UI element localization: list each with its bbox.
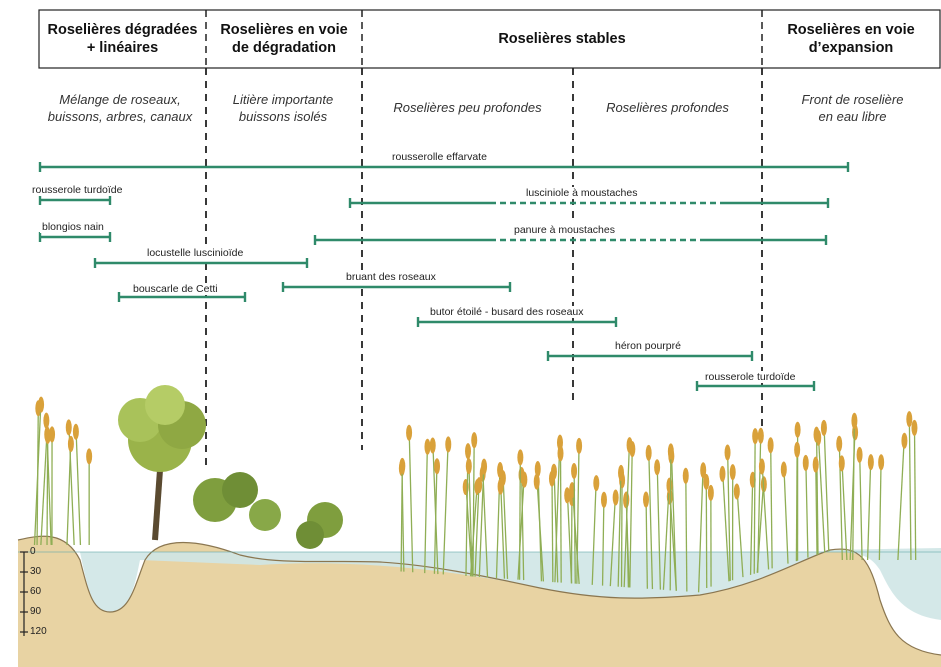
species-label: rousserole turdoïde <box>703 371 797 383</box>
species-bar <box>40 162 848 172</box>
depth-label: 90 <box>30 607 41 617</box>
depth-label: 120 <box>30 627 47 637</box>
species-bar <box>95 258 307 268</box>
species-label: héron pourpré <box>613 340 683 352</box>
species-label: bouscarle de Cetti <box>131 283 220 295</box>
species-bar <box>315 235 826 245</box>
depth-label: 30 <box>30 567 41 577</box>
species-label: blongios nain <box>40 221 106 233</box>
depth-label: 60 <box>30 587 41 597</box>
species-label: lusciniole à moustaches <box>524 187 639 199</box>
species-label: butor étoilé - busard des roseaux <box>428 306 586 318</box>
species-label: rousserolle effarvate <box>390 151 489 163</box>
species-label: rousserole turdoïde <box>30 184 124 196</box>
species-bar <box>283 282 510 292</box>
depth-label: 0 <box>30 547 36 557</box>
species-bar <box>418 317 616 327</box>
species-bar <box>40 232 110 242</box>
species-bar <box>40 195 110 205</box>
species-label: panure à moustaches <box>512 224 617 236</box>
species-bar <box>350 198 828 208</box>
species-label: bruant des roseaux <box>344 271 438 283</box>
species-bar <box>548 351 752 361</box>
species-label: locustelle luscinioïde <box>145 247 245 259</box>
